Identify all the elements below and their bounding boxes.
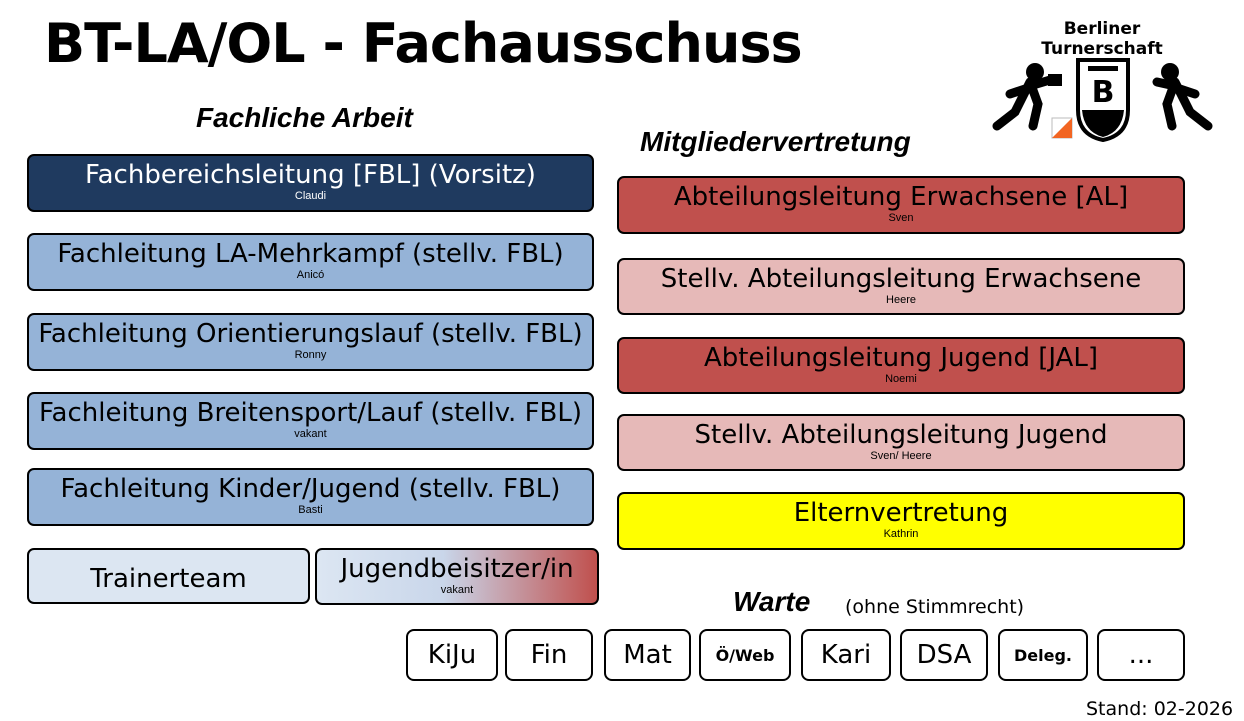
role-holder: Anicó	[296, 269, 325, 281]
role-holder: Sven	[888, 212, 914, 224]
role-label: Fachleitung LA-Mehrkampf (stellv. FBL)	[57, 239, 564, 269]
warte-more: ...	[1097, 629, 1185, 681]
warte-mat: Mat	[604, 629, 691, 681]
mitgliedervertretung-heading: Mitgliedervertretung	[640, 126, 911, 157]
role-label: Fachleitung Breitensport/Lauf (stellv. F…	[38, 398, 583, 428]
role-trainerteam: Trainerteam	[27, 548, 310, 604]
role-label: Trainerteam	[90, 564, 247, 594]
svg-text:Turnerschaft: Turnerschaft	[1041, 39, 1163, 59]
role-fachleitung-kinder-jugend: Fachleitung Kinder/Jugend (stellv. FBL)B…	[27, 468, 594, 526]
role-label: Elternvertretung	[793, 498, 1009, 528]
warte-heading: Warte	[733, 586, 811, 617]
role-holder: Ronny	[294, 349, 327, 361]
role-fachleitung-orientierungslauf: Fachleitung Orientierungslauf (stellv. F…	[27, 313, 594, 371]
role-label: Stellv. Abteilungsleitung Erwachsene	[660, 264, 1142, 294]
fachliche-arbeit-heading: Fachliche Arbeit	[196, 102, 413, 133]
role-label: Stellv. Abteilungsleitung Jugend	[694, 420, 1108, 450]
role-label: Jugendbeisitzer/in	[340, 554, 574, 584]
role-label: Fachleitung Orientierungslauf (stellv. F…	[38, 319, 583, 349]
role-label: Abteilungsleitung Erwachsene [AL]	[673, 182, 1129, 212]
role-holder: Kathrin	[883, 528, 919, 540]
page-title: BT-LA/OL - Fachausschuss	[44, 12, 803, 75]
role-abteilungsleitung-jugend: Abteilungsleitung Jugend [JAL]Noemi	[617, 337, 1185, 394]
role-holder: Heere	[886, 294, 916, 306]
warte-kiju: KiJu	[406, 629, 498, 681]
role-fachbereichsleitung: Fachbereichsleitung [FBL] (Vorsitz)Claud…	[27, 154, 594, 212]
role-abteilungsleitung-erwachsene: Abteilungsleitung Erwachsene [AL]Sven	[617, 176, 1185, 234]
warte-note: (ohne Stimmrecht)	[845, 596, 1025, 618]
warte-kari: Kari	[801, 629, 891, 681]
role-holder: Noemi	[885, 373, 917, 385]
warte-fin: Fin	[505, 629, 593, 681]
role-fachleitung-breitensport: Fachleitung Breitensport/Lauf (stellv. F…	[27, 392, 594, 450]
role-holder: Basti	[298, 504, 323, 516]
role-label: Fachbereichsleitung [FBL] (Vorsitz)	[85, 160, 536, 190]
role-holder: Sven/ Heere	[870, 450, 932, 462]
role-holder: Claudi	[294, 190, 327, 202]
role-holder: vakant	[294, 428, 327, 440]
warte-deleg: Deleg.	[998, 629, 1088, 681]
role-holder: vakant	[440, 584, 474, 596]
warte-dsa: DSA	[900, 629, 988, 681]
berliner-turnerschaft-logo: Berliner Turnerschaft B	[990, 14, 1215, 144]
warte-oe-web: Ö/Web	[699, 629, 791, 681]
stand-date: Stand: 02-2026	[1086, 698, 1234, 720]
role-label: Abteilungsleitung Jugend [JAL]	[704, 343, 1098, 373]
svg-text:B: B	[1092, 75, 1115, 110]
role-fachleitung-la-mehrkampf: Fachleitung LA-Mehrkampf (stellv. FBL)An…	[27, 233, 594, 291]
role-label: Fachleitung Kinder/Jugend (stellv. FBL)	[60, 474, 561, 504]
svg-text:Berliner: Berliner	[1064, 19, 1141, 39]
